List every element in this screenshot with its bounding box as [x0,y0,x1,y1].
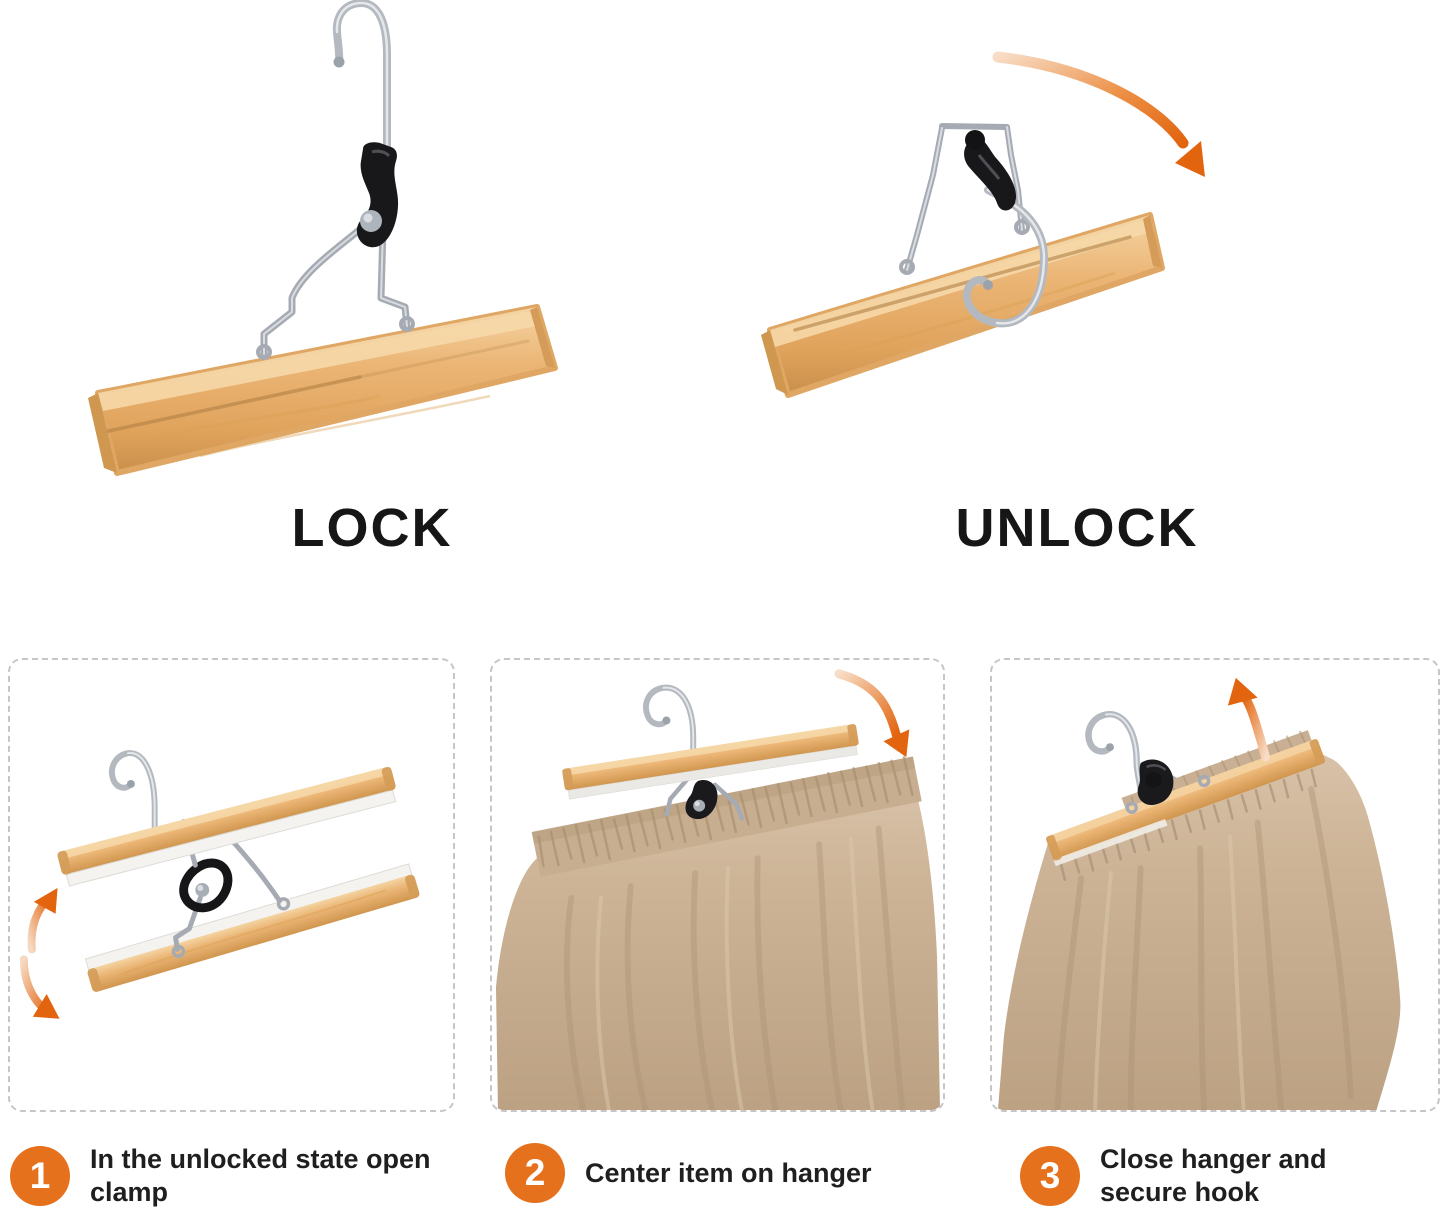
lock-lever [179,858,233,913]
lock-lever [356,142,399,248]
wooden-bar [761,212,1165,398]
metal-hook-icon [1085,711,1144,793]
wire-loop [399,316,415,332]
wire-loop [899,259,915,275]
wire-loop [1014,219,1030,235]
unlock-arrow-icon [992,51,1205,177]
hanger-locked-illustration [60,0,670,492]
place-direction-arrow-icon [834,669,910,758]
wooden-bar-bottom [84,863,420,992]
clamp-wire-links [664,774,745,821]
step-panel-3 [990,658,1440,1112]
pants [495,782,941,1110]
lock-label: LOCK [291,498,453,558]
elastic-waistband [531,756,922,877]
center-item-graphic [495,669,941,1110]
step-number-badge: 2 [505,1143,565,1203]
step-panel-2 [490,658,945,1112]
step-item-2: 2 Center item on hanger [505,1143,945,1203]
hanger-locked-graphic [88,0,558,476]
lock-lever [685,780,718,820]
step-text: In the unlocked state open clamp [90,1144,431,1207]
open-direction-arrow-up-icon [27,887,58,954]
metal-hook-icon [109,750,158,834]
step-text: Center item on hanger [585,1157,872,1188]
metal-hook-icon [332,0,391,154]
step-item-3: 3 Close hanger and secure hook [1020,1143,1440,1209]
wire-loop [1197,774,1211,788]
close-hanger-graphic [997,677,1401,1110]
hanger-unlocked-graphic [761,51,1205,398]
metal-hook-icon [643,684,697,758]
step-item-1: 1 In the unlocked state open clamp [10,1143,440,1209]
wooden-bar [88,304,558,476]
clamp-wire-links [171,835,291,959]
open-direction-arrow-down-icon [19,955,60,1019]
lock-lever [1137,759,1174,805]
step-number-badge: 3 [1020,1145,1080,1206]
unlock-label: UNLOCK [955,498,1199,558]
wooden-bar-top [57,766,397,887]
step-panel-1 [8,658,455,1112]
lever-knob [965,130,985,150]
secure-direction-arrow-icon [1227,677,1271,762]
wooden-bar [562,724,859,800]
metal-hook-icon [962,186,1049,328]
hanger-unlocked-illustration [735,5,1385,495]
open-clamp-graphic [19,750,420,1019]
step-number-badge: 1 [10,1145,70,1206]
lock-lever [964,130,1017,211]
step-text: Close hanger and secure hook [1100,1144,1327,1207]
wire-loop [1125,801,1138,814]
wire-loop [256,344,272,360]
